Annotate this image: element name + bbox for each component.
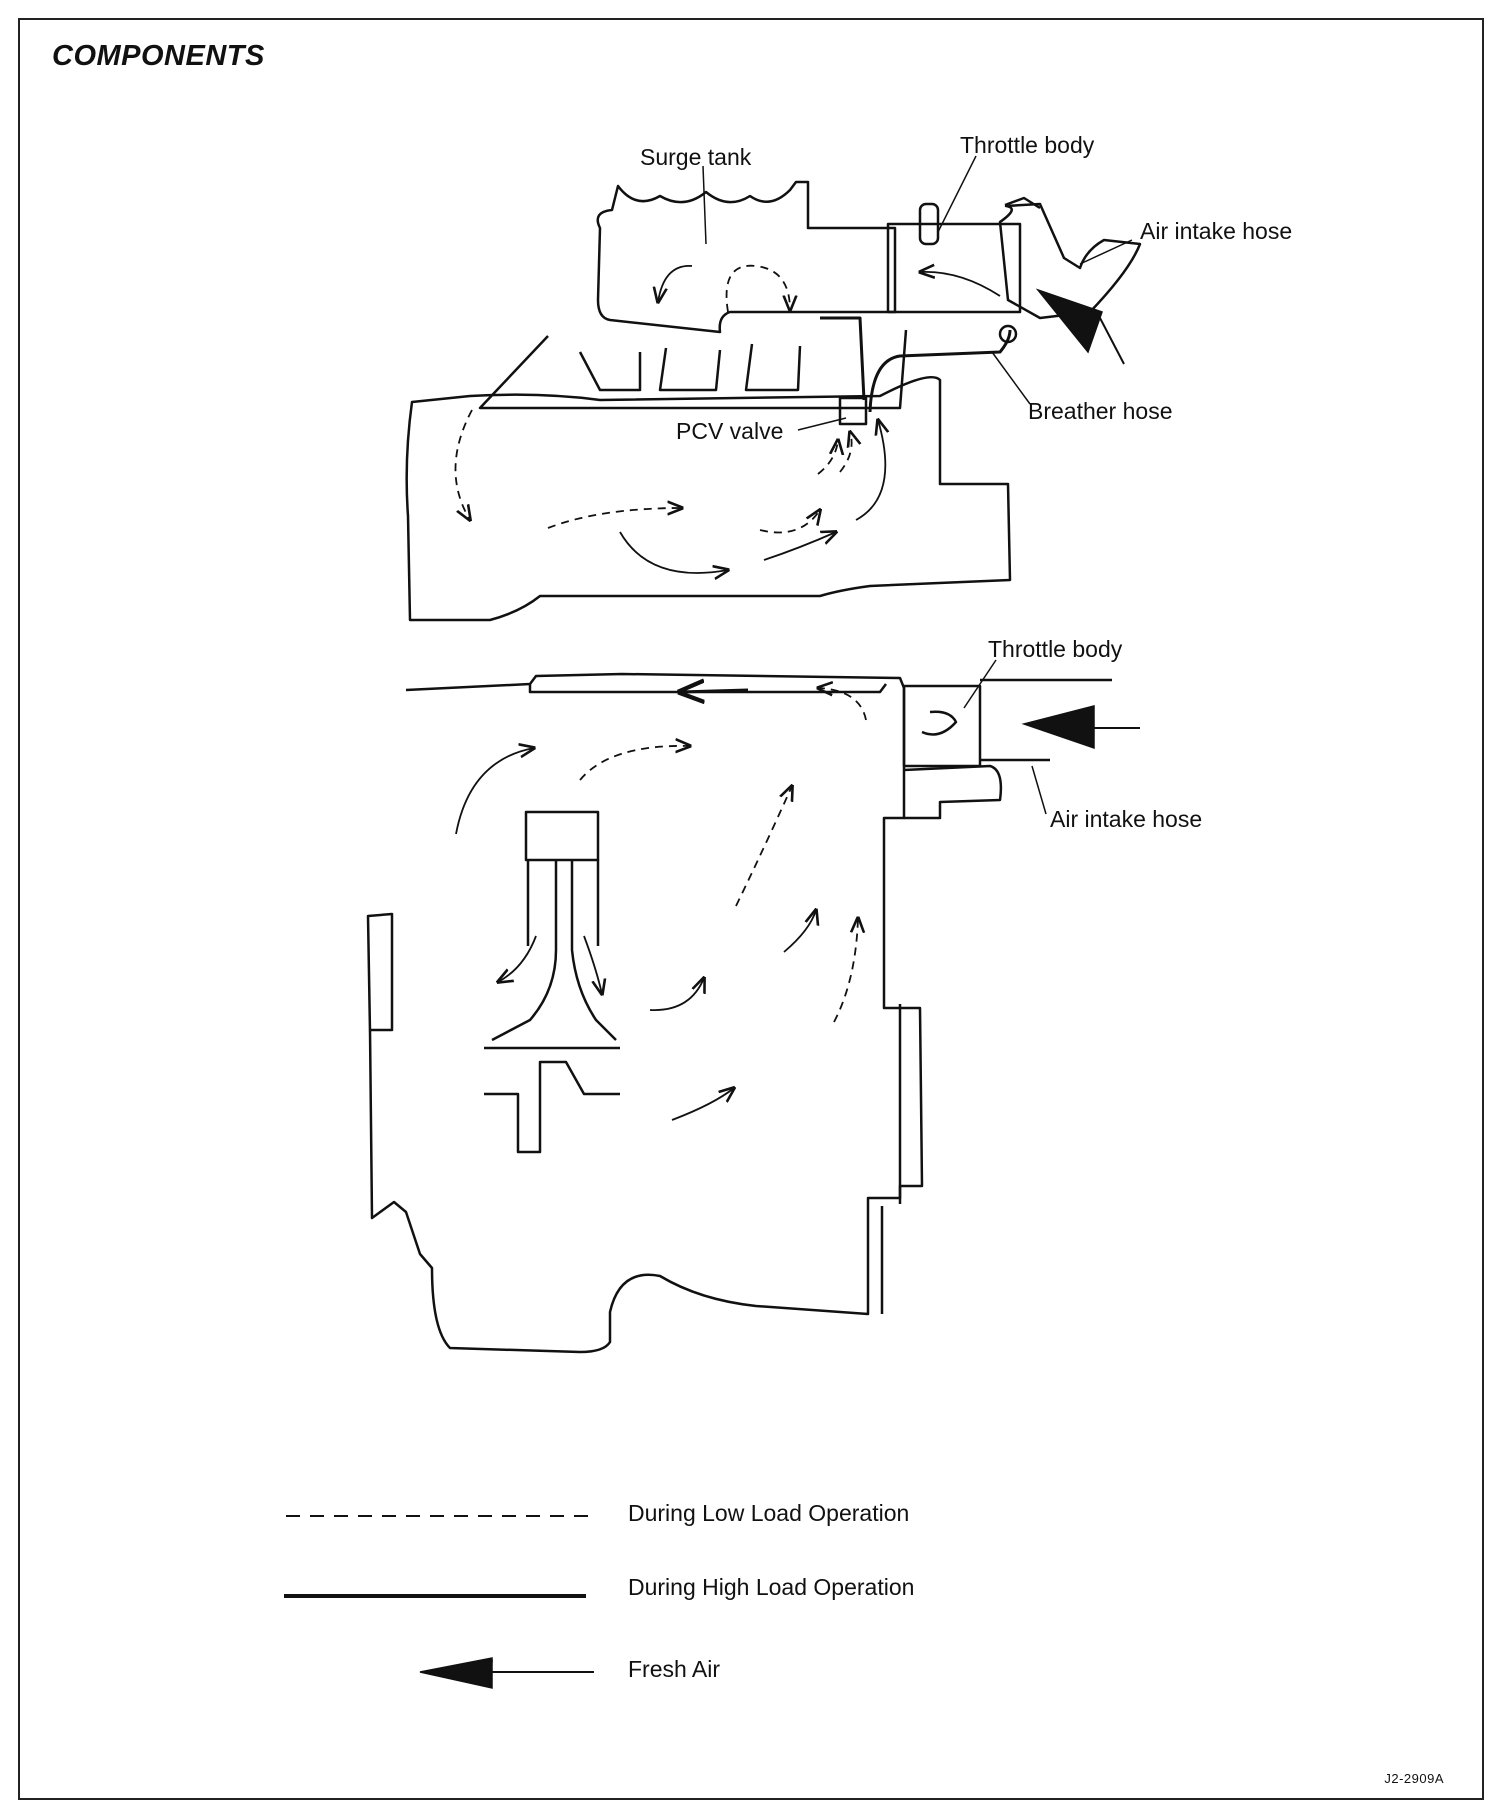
flow-arrow [671,1088,734,1121]
flow-arrow [498,935,537,982]
pcv-pipe [820,316,866,401]
engine-side-view [405,180,1142,622]
air-intake-hose-shape [998,202,1142,320]
flow-arrow [583,935,602,994]
legend-fresh-air-text: Fresh Air [628,1656,721,1682]
flow-arrow [833,918,858,1023]
flow-arrow [920,272,1001,297]
label-breather-hose: Breather hose [1028,398,1173,424]
reference-code: J2-2909A [1384,1771,1444,1786]
flow-arrow [680,690,749,692]
throttle-body-front [902,684,982,768]
pcv-valve-shape [838,396,868,426]
flow-arrow [649,978,704,1011]
label-surge-tank: Surge tank [640,144,752,170]
flow-arrow [619,531,728,573]
flow-arrow [763,532,836,561]
surge-tank-shape [596,180,897,334]
label-pcv-valve: PCV valve [676,418,784,444]
fresh-air-arrow-top [1035,288,1103,354]
engine-front-view [366,672,1112,1354]
fresh-air-arrow-bottom [1021,705,1095,750]
piston-shape [524,810,600,862]
figure-frame [18,18,1484,1800]
flow-arrow [735,786,792,907]
breather-hose-shape [868,329,1012,413]
flow-arrow [783,910,816,953]
label-throttle-body-bottom: Throttle body [988,636,1123,662]
legend-low-load-text: During Low Load Operation [628,1500,910,1526]
flow-arrow [658,265,693,302]
flow-arrow [455,748,534,835]
throttle-body-shape [886,222,1022,314]
flow-arrow [454,409,473,520]
flow-arrow [725,264,790,313]
legend-fresh-air-arrow [419,1657,493,1689]
label-throttle-body-top: Throttle body [960,132,1095,158]
label-air-intake-hose-bottom: Air intake hose [1050,806,1203,832]
flow-arrow [547,508,682,529]
flow-arrow [839,432,852,473]
flow-arrow [579,746,690,781]
cylinder-block-front [366,672,924,1354]
flow-arrow [817,440,838,475]
figure-title: COMPONENTS [52,40,265,72]
flow-arrow [818,688,867,721]
flow-arrow [759,510,820,534]
cylinder-block-side [405,376,1012,622]
legend-high-load-text: During High Load Operation [628,1574,915,1600]
label-air-intake-hose-top: Air intake hose [1140,218,1293,244]
flow-arrow [855,420,885,521]
